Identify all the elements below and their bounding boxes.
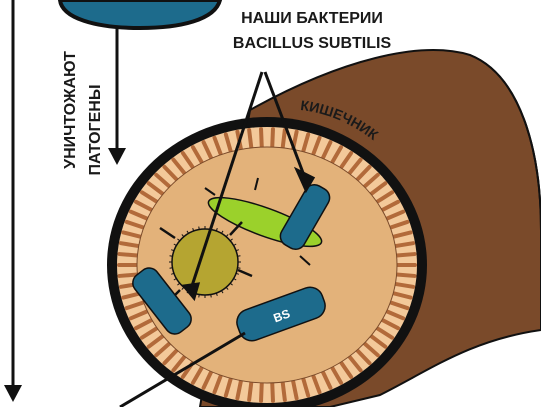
villus [261,383,262,401]
arrow-down-icon [4,0,22,402]
villus [283,382,285,400]
source-blob [60,0,220,28]
title-line-2: BACILLUS SUBTILIS [233,35,392,52]
villus [119,274,137,275]
villus [119,254,137,255]
villus [272,383,273,401]
villus [397,274,415,275]
villus [283,130,285,148]
villus [397,254,415,255]
villus [395,284,413,287]
villus [121,243,139,246]
pathogen-spike [170,256,173,257]
villus [249,130,251,148]
pathogen-spike [237,268,240,269]
destroy-line-1: УНИЧТОЖАЮТ [62,51,79,169]
title-line-1: НАШИ БАКТЕРИИ [241,10,383,27]
pathogen-spike [211,294,212,297]
villus [272,129,273,147]
pathogen-spike [199,294,200,297]
pathogen-spike [170,268,173,269]
arrow-down-icon-2 [108,26,126,165]
pathogen-spike [199,227,200,230]
villus [261,129,262,147]
villus [395,243,413,246]
villus [249,382,251,400]
pathogen-spike [237,256,240,257]
destroy-line-2: ПАТОГЕНЫ [87,84,104,175]
